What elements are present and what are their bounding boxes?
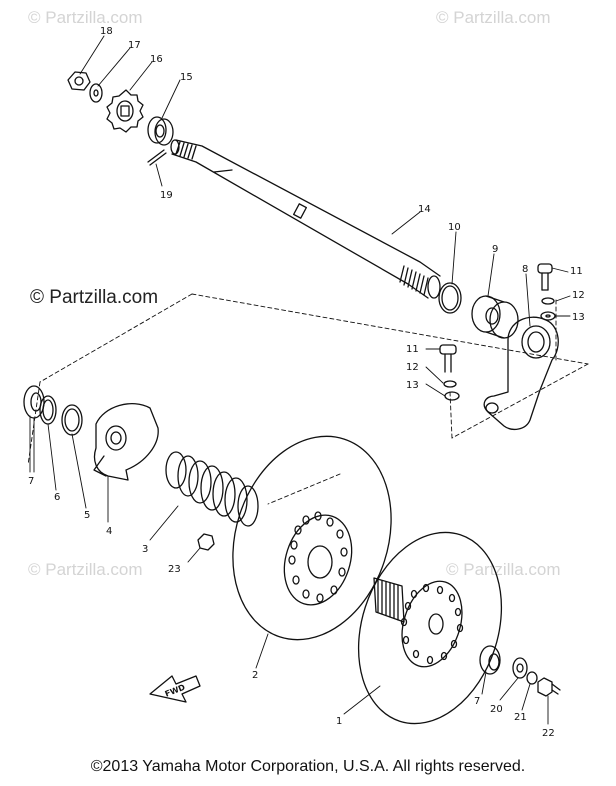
lockwasher-part-12-lower <box>443 380 457 388</box>
shaft-part-14 <box>170 139 441 299</box>
nut-part-18 <box>67 71 91 91</box>
callout-21: 21 <box>514 712 527 723</box>
callout-23: 23 <box>168 564 181 575</box>
ring-part-5 <box>61 404 83 436</box>
bracket-part-8 <box>483 316 559 431</box>
callout-8: 8 <box>522 264 528 275</box>
callout-18: 18 <box>100 26 113 37</box>
sheave-part-2 <box>232 435 392 641</box>
callout-12-upper: 12 <box>572 290 585 301</box>
washer-part-13-lower <box>444 391 460 401</box>
callout-1: 1 <box>336 716 342 727</box>
callout-7-left: 7 <box>28 476 34 487</box>
bolt-part-11-upper <box>537 263 553 291</box>
nut-part-23 <box>197 533 215 551</box>
callout-3: 3 <box>142 544 148 555</box>
callout-7-right: 7 <box>474 696 480 707</box>
callout-11-lower: 11 <box>406 344 419 355</box>
watermark-mid-left: © Partzilla.com <box>30 287 159 308</box>
callout-14: 14 <box>418 204 431 215</box>
bolt-part-22 <box>537 677 561 697</box>
dashed-assembly-frame <box>27 293 589 505</box>
watermark-top-right: © Partzilla.com <box>436 8 551 27</box>
washer-part-17 <box>89 83 103 103</box>
leader-lines <box>29 35 571 725</box>
callout-9: 9 <box>492 244 498 255</box>
callout-4: 4 <box>106 526 112 537</box>
callout-17: 17 <box>128 40 141 51</box>
watermark-bottom-left: © Partzilla.com <box>28 560 143 579</box>
callout-16: 16 <box>150 54 163 65</box>
lockwasher-part-21 <box>526 671 538 685</box>
bearing-housing-part-9 <box>471 295 519 339</box>
sheave-part-1-holes <box>400 583 464 665</box>
callout-13-lower: 13 <box>406 380 419 391</box>
ring-part-6 <box>39 395 57 425</box>
sheave-part-2-holes <box>288 511 348 603</box>
callout-2: 2 <box>252 670 258 681</box>
callout-13-upper: 13 <box>572 312 585 323</box>
callout-6: 6 <box>54 492 60 503</box>
callout-22: 22 <box>542 728 555 739</box>
callout-10: 10 <box>448 222 461 233</box>
cam-part-4 <box>93 403 159 481</box>
lockwasher-part-12-upper <box>541 297 555 305</box>
bolt-part-11-lower <box>439 344 457 373</box>
watermark-top-left: © Partzilla.com <box>28 8 143 27</box>
washer-part-20 <box>512 657 528 679</box>
callout-20: 20 <box>490 704 503 715</box>
bearing-part-15 <box>147 116 174 146</box>
sprocket-part-16 <box>106 89 144 133</box>
callout-19: 19 <box>160 190 173 201</box>
copyright-notice: ©2013 Yamaha Motor Corporation, U.S.A. A… <box>90 758 526 775</box>
circlip-part-10 <box>438 282 462 314</box>
callout-12-lower: 12 <box>406 362 419 373</box>
callout-labels: 18 17 16 15 19 14 10 9 8 11 12 13 11 12 … <box>28 26 585 739</box>
callout-15: 15 <box>180 72 193 83</box>
callout-11-upper: 11 <box>570 266 583 277</box>
sheave-part-1 <box>357 531 503 725</box>
spring-part-3 <box>165 451 259 527</box>
ring-part-7-right <box>479 645 501 675</box>
key-part-19 <box>147 149 167 166</box>
washer-part-13-upper <box>540 311 556 321</box>
watermark-bottom-right: © Partzilla.com <box>446 560 561 579</box>
fwd-arrow-icon <box>149 675 201 703</box>
callout-5: 5 <box>84 510 90 521</box>
